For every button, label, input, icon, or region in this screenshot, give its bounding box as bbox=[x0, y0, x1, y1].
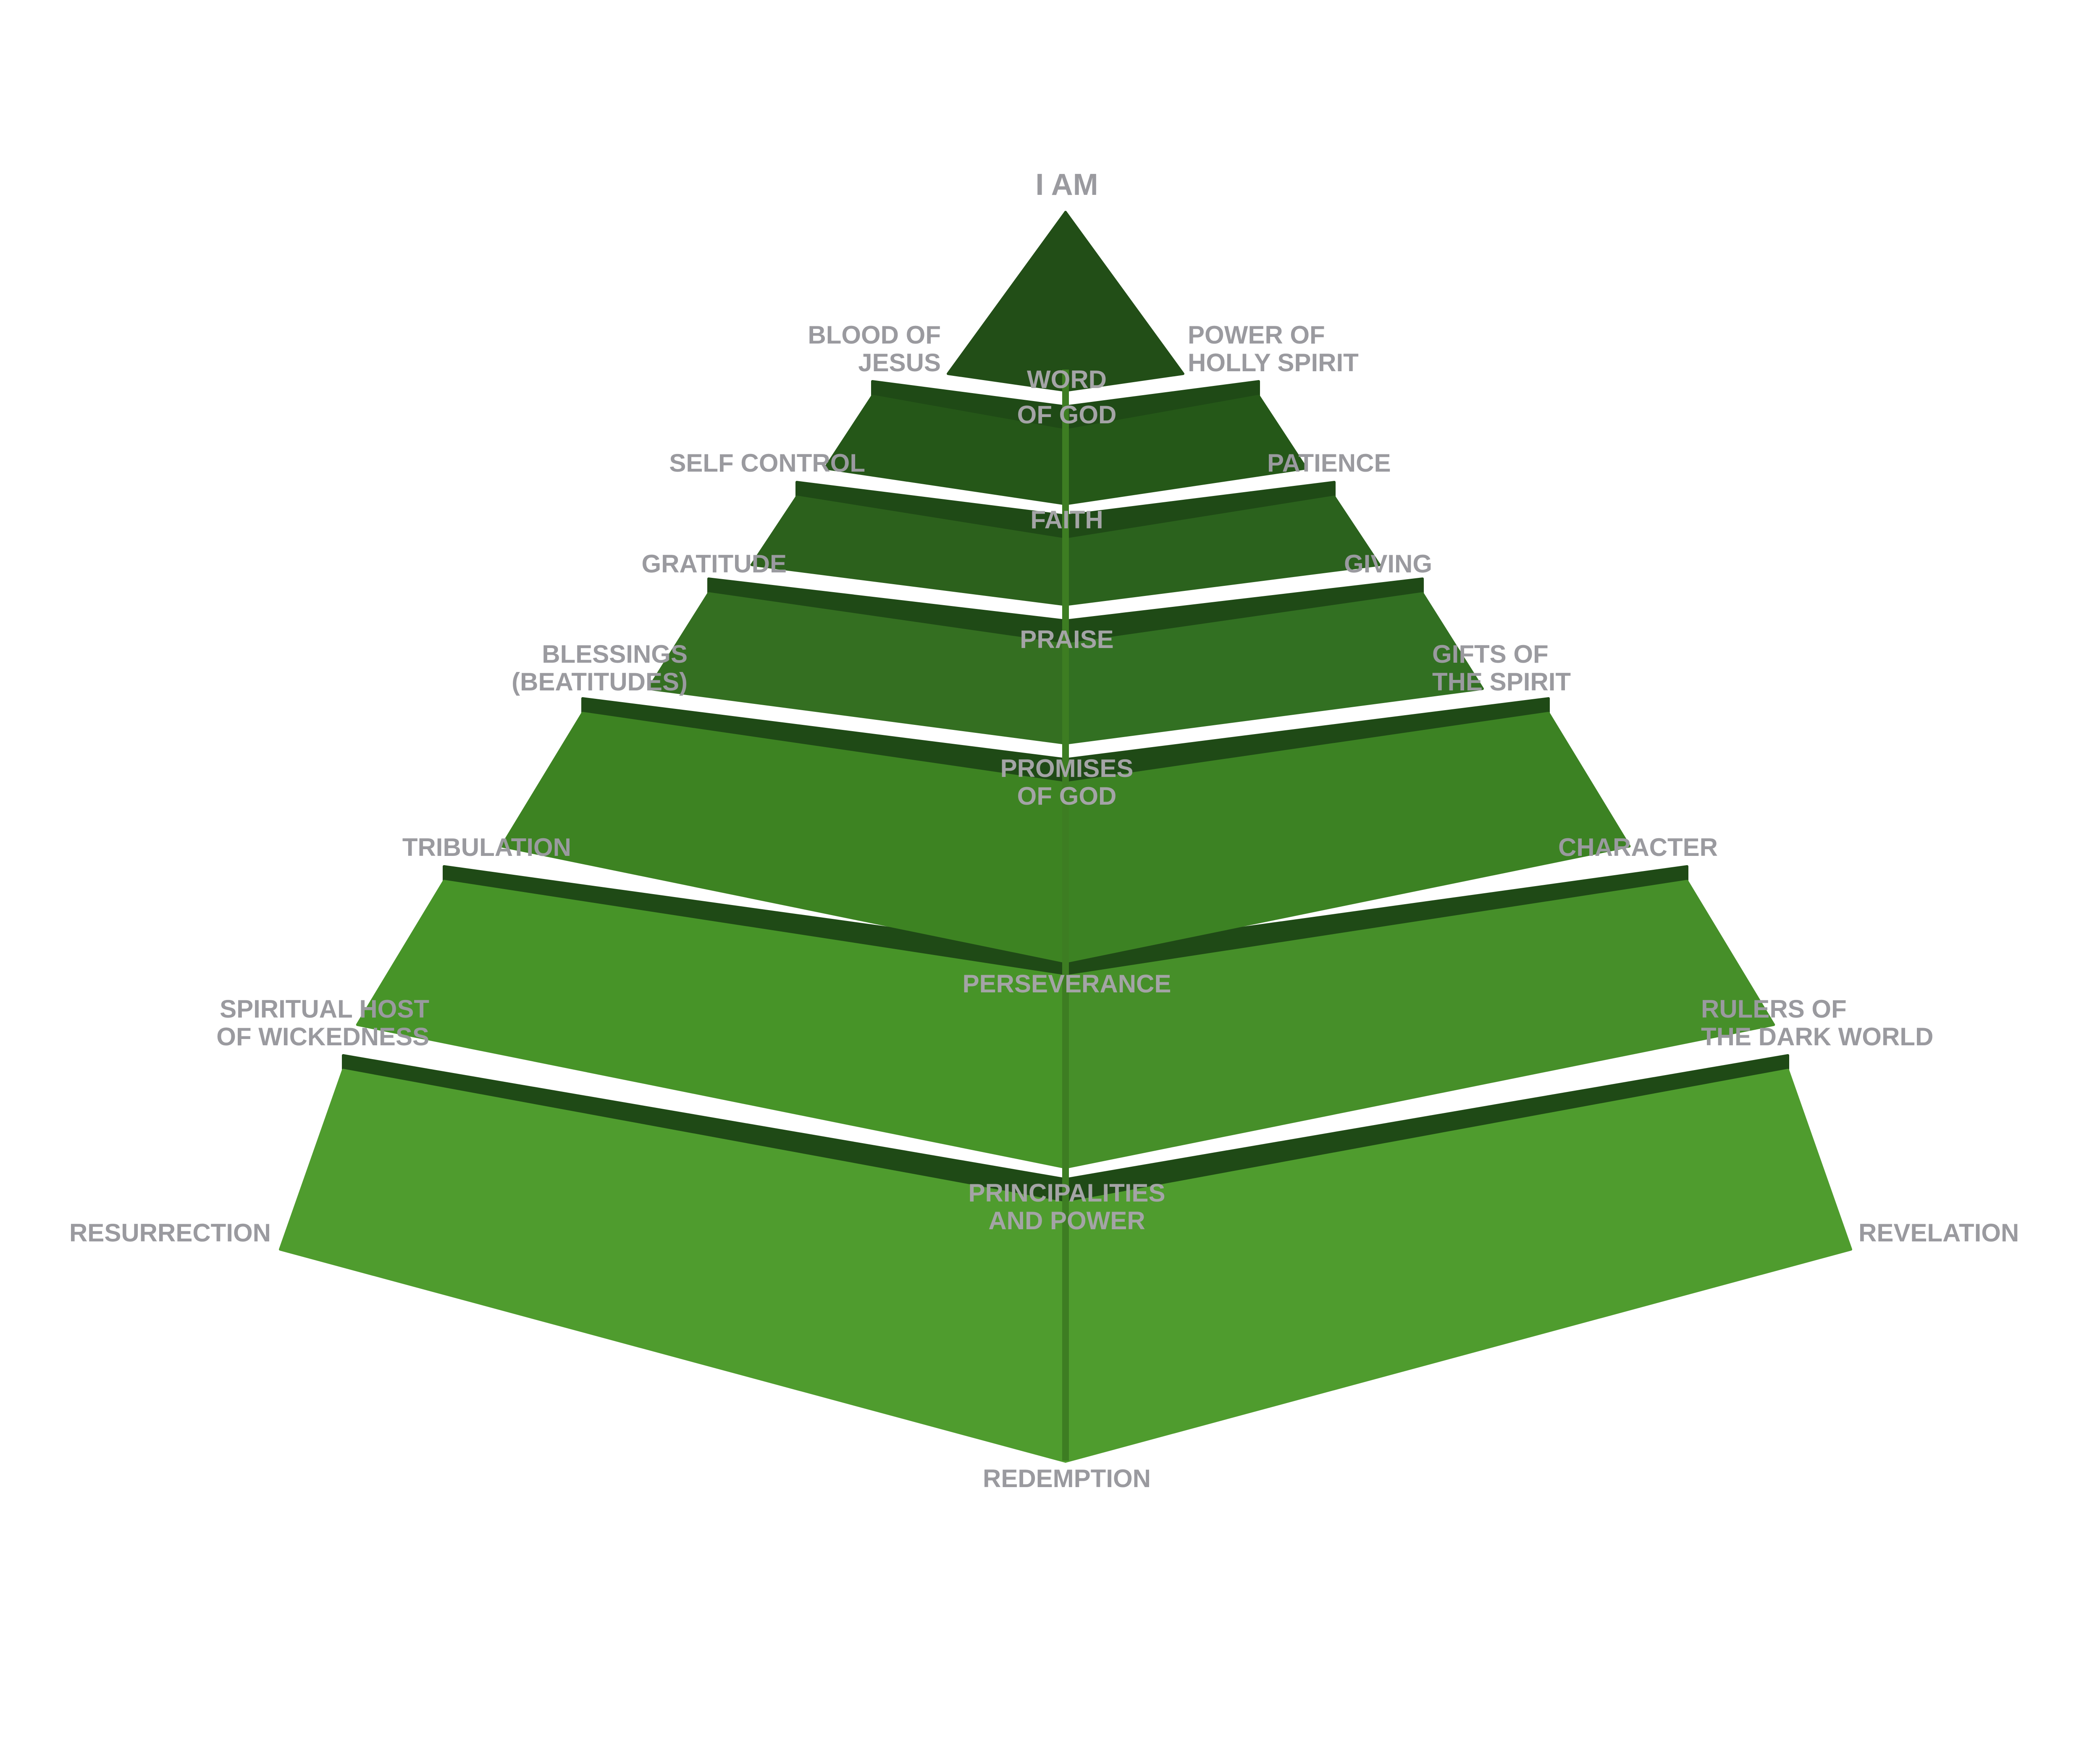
apex-label: I AM bbox=[983, 168, 1151, 202]
tier5-right-line1: CHARACTER bbox=[1558, 833, 1718, 861]
tier4-center-line2: OF GOD bbox=[1017, 782, 1117, 810]
tier6-left-label: SPIRITUAL HOST OF WICKEDNESS bbox=[216, 995, 429, 1051]
tier3-right-label: GIVING bbox=[1344, 550, 1432, 578]
tier7-left-label: RESURRECTION bbox=[69, 1219, 271, 1247]
tier2-right-label: PATIENCE bbox=[1267, 449, 1391, 477]
tier2-center-label: FAITH bbox=[962, 506, 1172, 534]
tier1-left-label: BLOOD OF JESUS bbox=[808, 321, 941, 377]
tier2-center-line1: FAITH bbox=[1030, 506, 1103, 534]
tier7-right-label: REVELATION bbox=[1858, 1219, 2019, 1247]
tier1-center-line2: OF GOD bbox=[1017, 401, 1117, 429]
tier3-right-line1: GIVING bbox=[1344, 550, 1433, 578]
tier6-center-label: PRINCIPALITIES AND POWER bbox=[920, 1179, 1214, 1235]
tier4-right-label: GIFTS OF THE SPIRIT bbox=[1432, 640, 1571, 696]
tier3-left-label: GRATITUDE bbox=[641, 550, 787, 578]
tier1-left-line2: JESUS bbox=[858, 349, 941, 377]
tier4-center-line1: PROMISES bbox=[1000, 754, 1134, 782]
tier1-center-line1: WORD bbox=[1027, 365, 1107, 394]
bottom-label-text: REDEMPTION bbox=[982, 1464, 1151, 1493]
tier5-left-label: TRIBULATION bbox=[402, 834, 571, 861]
tier5-center-line1: PERSEVERANCE bbox=[962, 970, 1171, 998]
apex-label-text: I AM bbox=[1035, 168, 1098, 202]
tier1-right-line1: POWER OF bbox=[1188, 321, 1325, 349]
tier6-right-line2: THE DARK WORLD bbox=[1701, 1023, 1934, 1051]
tier4-center-label: PROMISES OF GOD bbox=[962, 755, 1172, 810]
tier4-left-line2: (BEATITUDES) bbox=[512, 668, 688, 696]
tier3-left-line1: GRATITUDE bbox=[641, 550, 787, 578]
tier1-center-label: WORD OF GOD bbox=[962, 362, 1172, 433]
tier6-right-label: RULERS OF THE DARK WORLD bbox=[1701, 995, 1933, 1051]
tier4-left-label: BLESSINGS (BEATITUDES) bbox=[512, 640, 688, 696]
band-shadows bbox=[342, 380, 1789, 1204]
tier4-left-line1: BLESSINGS bbox=[542, 640, 688, 668]
tier4-right-line2: THE SPIRIT bbox=[1432, 668, 1571, 696]
tier2-right-line1: PATIENCE bbox=[1267, 449, 1391, 477]
tier6-right-line1: RULERS OF bbox=[1701, 995, 1847, 1023]
tier3-center-label: PRAISE bbox=[962, 626, 1172, 653]
tier1-right-face bbox=[1064, 211, 1184, 392]
tier5-right-label: CHARACTER bbox=[1558, 834, 1718, 861]
tier5-left-line1: TRIBULATION bbox=[402, 833, 571, 861]
tier7-right-line1: REVELATION bbox=[1858, 1219, 2019, 1247]
tier1-left-line1: BLOOD OF bbox=[808, 321, 941, 349]
tier3-center-line1: PRAISE bbox=[1020, 625, 1114, 653]
tier1-right-label: POWER OF HOLLY SPIRIT bbox=[1188, 321, 1359, 377]
tier6-left-line1: SPIRITUAL HOST bbox=[220, 995, 429, 1023]
tier2-left-label: SELF CONTROL bbox=[669, 449, 865, 477]
bottom-label: REDEMPTION bbox=[941, 1465, 1193, 1493]
tier7-left-line1: RESURRECTION bbox=[69, 1219, 271, 1247]
tier-faces bbox=[279, 211, 1852, 1463]
tier4-right-line1: GIFTS OF bbox=[1432, 640, 1549, 668]
tier6-left-line2: OF WICKEDNESS bbox=[216, 1023, 429, 1051]
tier7-right-face bbox=[1064, 1069, 1852, 1463]
tier2-left-line1: SELF CONTROL bbox=[669, 449, 865, 477]
tier5-center-label: PERSEVERANCE bbox=[941, 970, 1193, 998]
tier1-right-line2: HOLLY SPIRIT bbox=[1188, 349, 1359, 377]
tier6-center-line2: AND POWER bbox=[988, 1207, 1145, 1235]
tier6-center-line1: PRINCIPALITIES bbox=[968, 1179, 1166, 1207]
